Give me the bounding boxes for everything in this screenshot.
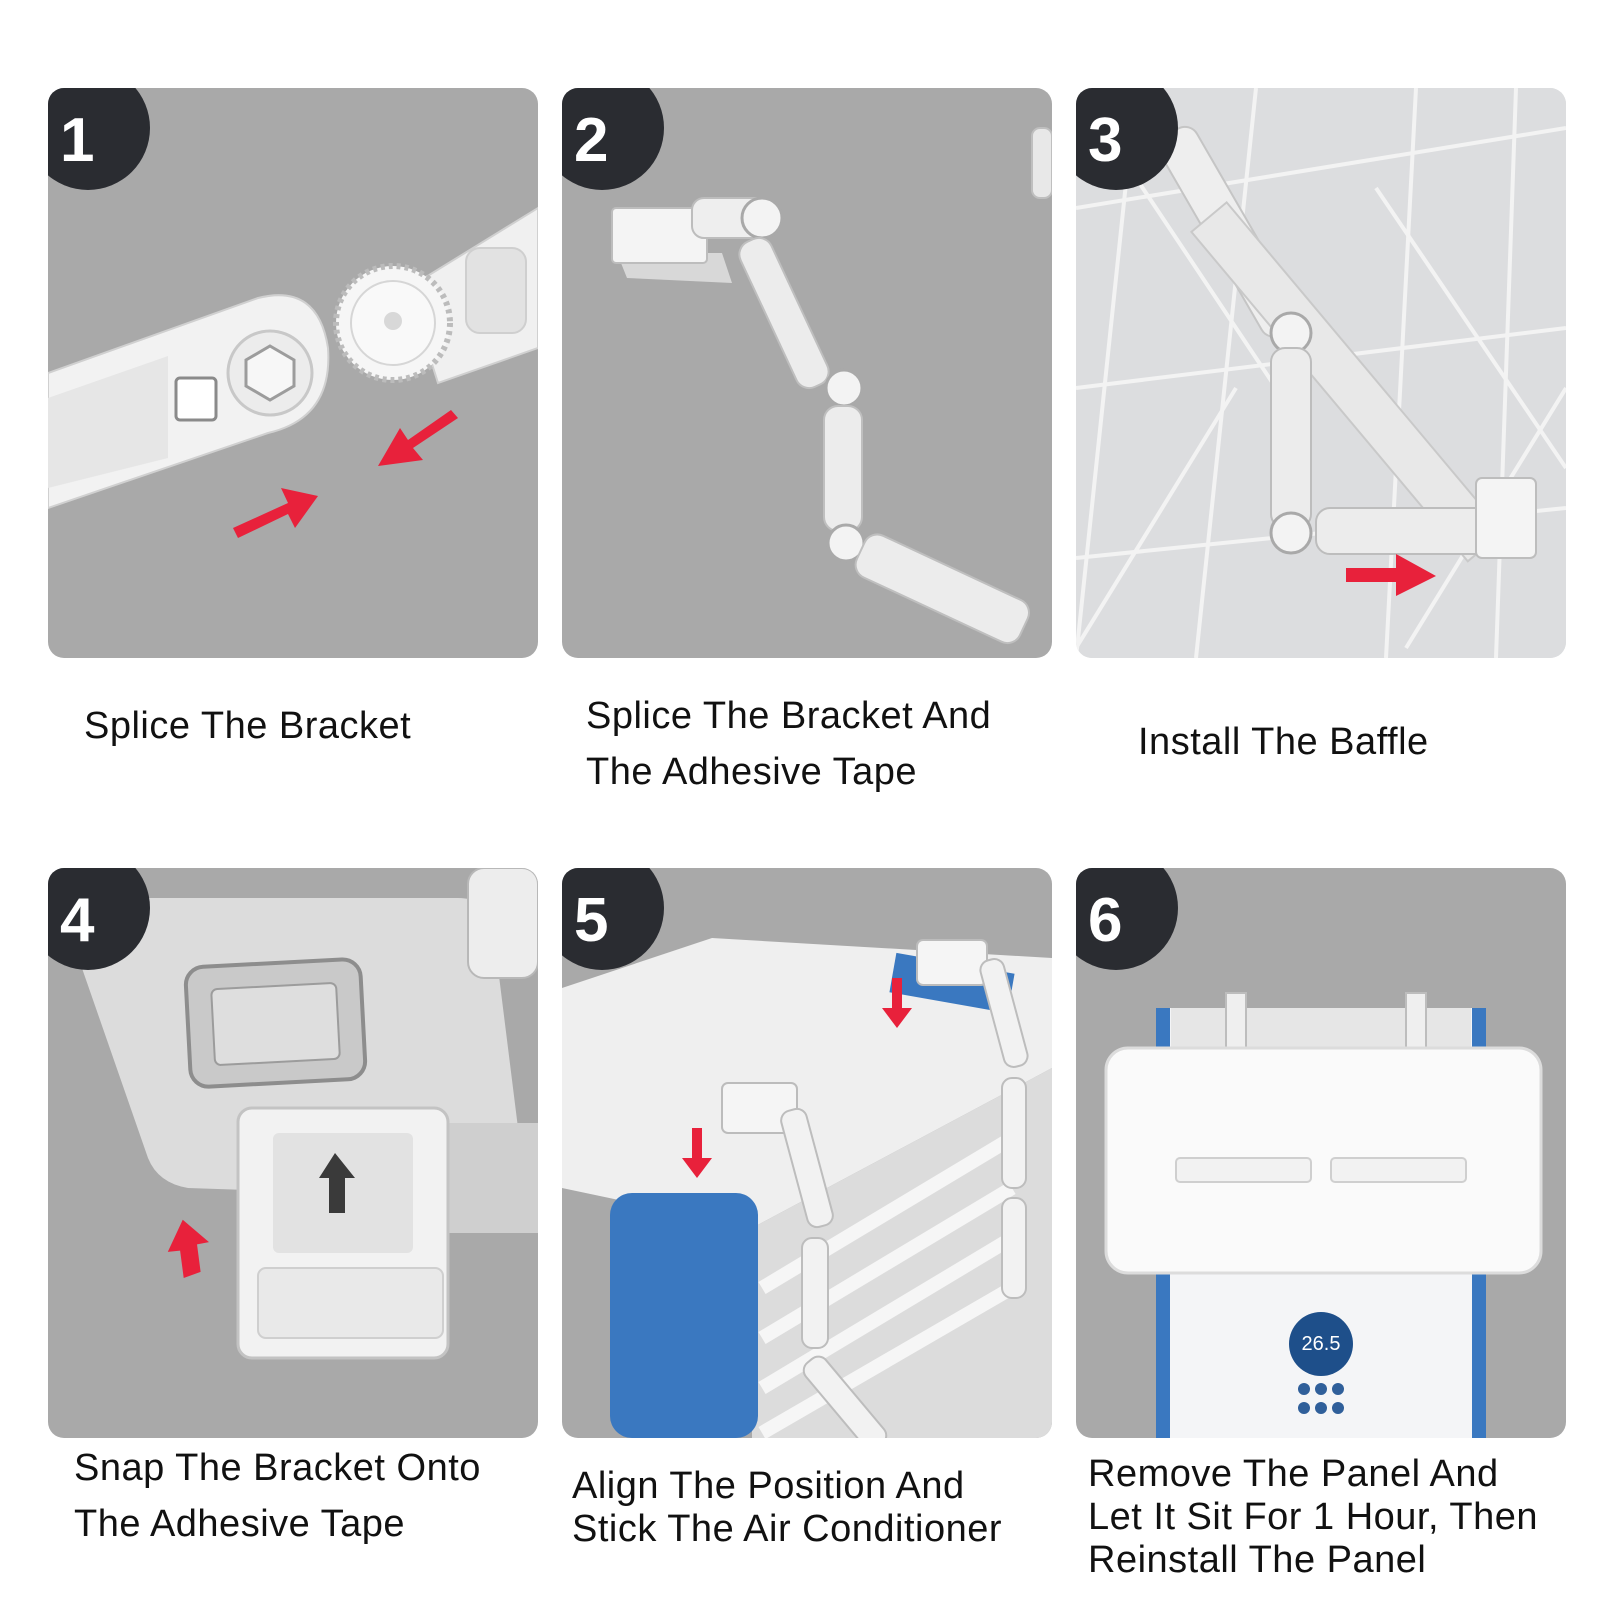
align-air-conditioner-image (562, 938, 1052, 1438)
bracket-tape-image (611, 127, 1052, 645)
bracket-splice-image (48, 206, 538, 538)
caption-line: Remove The Panel And (1088, 1453, 1499, 1495)
step-6-caption: Remove The Panel And Let It Sit For 1 Ho… (1088, 1453, 1538, 1582)
snap-bracket-image (68, 868, 538, 1360)
step-number: 5 (574, 886, 609, 955)
step-badge: 5 (562, 868, 664, 970)
red-arrow-icon (167, 1219, 209, 1278)
step-2-illustration: 2 (562, 88, 1052, 658)
caption-line: Let It Sit For 1 Hour, Then (1088, 1496, 1539, 1538)
step-5-illustration: 5 (562, 868, 1052, 1438)
caption-line: Splice The Bracket And (586, 695, 992, 737)
step-6-illustration: 26.5 6 (1076, 868, 1566, 1438)
red-arrow-icon (1346, 554, 1436, 596)
step-2-caption: Splice The Bracket And The Adhesive Tape (586, 688, 991, 800)
step-number: 3 (1088, 106, 1123, 175)
display-icon (1289, 1312, 1353, 1376)
caption-line: The Adhesive Tape (586, 751, 918, 793)
down-arrow-icon (882, 978, 912, 1028)
step-number: 1 (60, 106, 95, 175)
caption-line: The Adhesive Tape (74, 1503, 406, 1545)
baffle-install-image (1076, 88, 1566, 658)
caption-line: Align The Position And (572, 1465, 965, 1507)
step-3-caption: Install The Baffle (1138, 714, 1429, 770)
step-number: 6 (1088, 886, 1123, 955)
step-1-illustration: 1 (48, 88, 538, 658)
red-arrow-icon (378, 410, 458, 466)
step-5-caption: Align The Position And Stick The Air Con… (572, 1465, 1002, 1551)
step-4-caption: Snap The Bracket Onto The Adhesive Tape (74, 1440, 481, 1552)
caption-line: Install The Baffle (1138, 721, 1429, 763)
step-number: 4 (60, 886, 95, 955)
step-1-caption: Splice The Bracket (84, 698, 411, 754)
red-arrow-icon (233, 488, 318, 538)
down-arrow-icon (682, 1128, 712, 1178)
caption-line: Snap The Bracket Onto (74, 1447, 481, 1489)
panel-reinstall-image: 26.5 (1104, 992, 1543, 1438)
step-number: 2 (574, 106, 609, 175)
step-3-illustration: 3 (1076, 88, 1566, 658)
caption-line: Reinstall The Panel (1088, 1539, 1427, 1581)
caption-line: Stick The Air Conditioner (572, 1508, 1002, 1550)
display-reading: 26.5 (1302, 1333, 1341, 1355)
step-4-illustration: 4 (48, 868, 538, 1438)
caption-line: Splice The Bracket (84, 705, 412, 747)
